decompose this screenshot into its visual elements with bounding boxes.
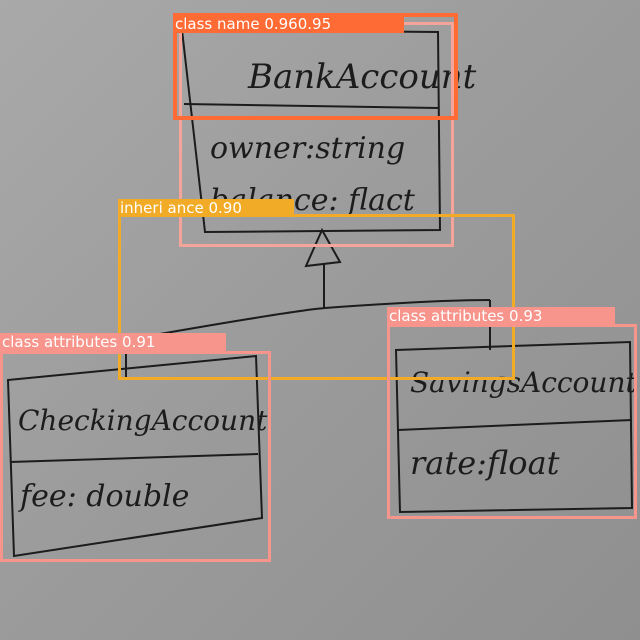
detection-box-checking-attributes	[0, 351, 271, 562]
attribute-fee: fee: double	[18, 479, 189, 514]
attribute-rate: rate:float	[410, 444, 560, 482]
attribute-owner: owner:string	[210, 131, 405, 166]
class-name-savingsaccount: SavingsAccount	[410, 366, 637, 399]
class-name-bankaccount: BankAccount	[247, 57, 477, 97]
class-box-checkingaccount: CheckingAccount fee: double	[6, 354, 268, 558]
detection-box-savings-attributes	[387, 324, 637, 519]
detection-label-checking-attributes: class attributes 0.91	[0, 333, 226, 351]
detection-box-inheritance	[118, 214, 515, 380]
class-box-savingsaccount: SavingsAccount rate:float	[394, 340, 637, 514]
detection-label-inheritance: inheri ance 0.90	[118, 199, 294, 217]
class-name-checkingaccount: CheckingAccount	[18, 404, 268, 437]
detection-label-class-name: class name 0.960.95	[173, 15, 404, 33]
detection-label-savings-attributes: class attributes 0.93	[387, 307, 615, 325]
